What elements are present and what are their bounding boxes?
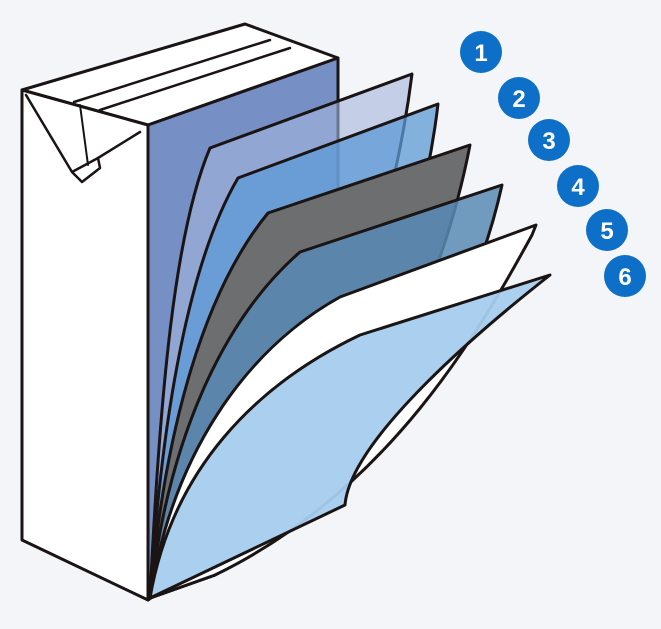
badge-5: 5 [586, 209, 628, 251]
badge-1-circle [460, 31, 502, 73]
badge-2-label: 2 [512, 86, 525, 113]
badge-3-circle [528, 119, 570, 161]
badge-6-circle [604, 255, 646, 297]
badge-5-circle [586, 209, 628, 251]
badge-1: 1 [460, 31, 502, 73]
badge-4: 4 [557, 165, 599, 207]
badge-6-label: 6 [618, 264, 631, 291]
badge-6: 6 [604, 255, 646, 297]
badge-1-label: 1 [474, 40, 487, 67]
badge-3: 3 [528, 119, 570, 161]
layer-6-sheet [148, 273, 552, 600]
badge-2-circle [498, 77, 540, 119]
badge-4-circle [557, 165, 599, 207]
badge-3-label: 3 [542, 128, 555, 155]
carton-front-face [20, 88, 150, 602]
badge-2: 2 [498, 77, 540, 119]
badge-5-label: 5 [600, 218, 613, 245]
badge-4-label: 4 [571, 174, 585, 201]
carton-top-fold [24, 93, 142, 174]
